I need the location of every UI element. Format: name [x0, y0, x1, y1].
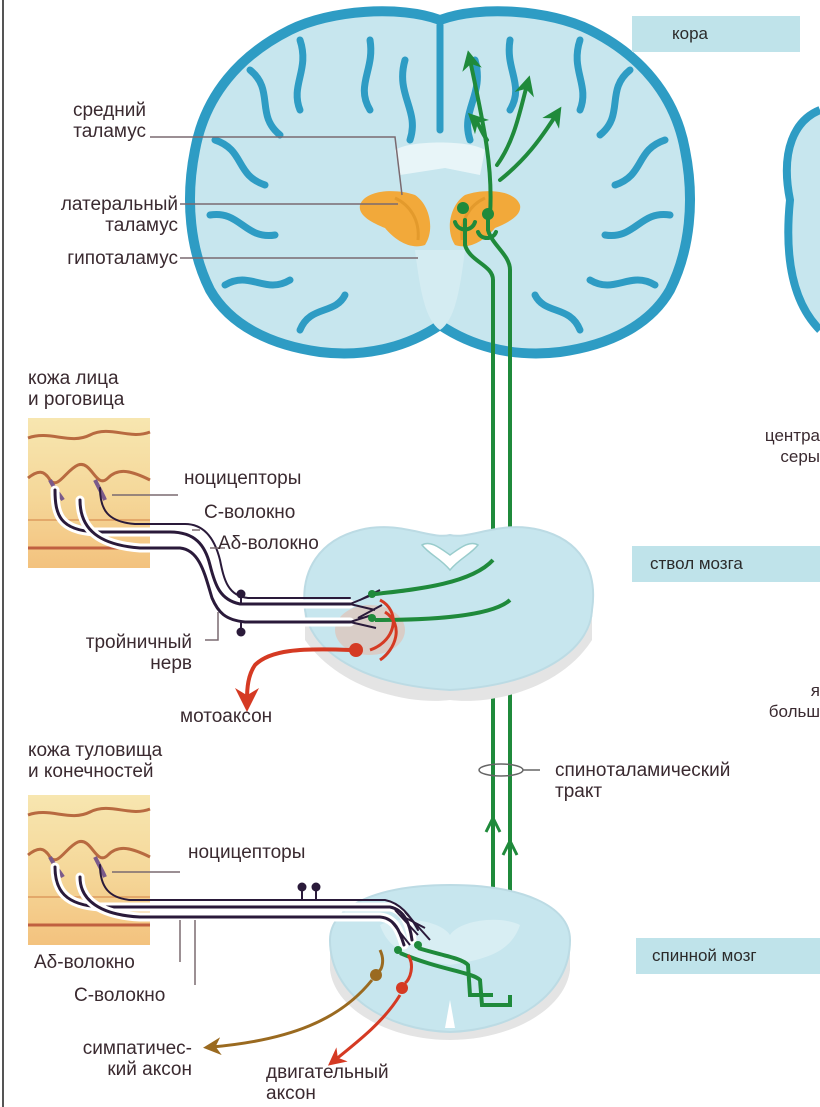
label-lateral-thalamus: латеральный таламус [61, 194, 178, 236]
label-c-fiber-upper: С-волокно [204, 502, 295, 523]
label-trunk-skin: кожа туловища и конечностей [28, 740, 162, 782]
label-trigeminal-nerve: тройничный нерв [86, 632, 192, 674]
label-hypothalamus: гипоталамус [67, 248, 178, 269]
thalamus-synapse-2 [482, 208, 494, 220]
label-nociceptors-lower: ноцицепторы [188, 842, 305, 863]
label-right-edge-2: я больш [769, 680, 820, 722]
label-face-skin: кожа лица и роговица [28, 368, 124, 410]
tag-spinal-cord: спинной мозг [636, 938, 820, 974]
brain-section [190, 11, 820, 353]
label-motor-axon-lower: двигательный аксон [266, 1062, 389, 1104]
label-nociceptors-upper: ноцицепторы [184, 468, 301, 489]
tag-brainstem: ствол мозга [632, 546, 820, 582]
label-medial-thalamus: средний таламус [73, 100, 146, 142]
label-ad-fiber-lower: Аδ-волокно [34, 952, 135, 973]
label-motor-axon-upper: мотоаксон [180, 706, 272, 727]
label-right-edge-1: центра серы [765, 425, 820, 467]
trunk-skin-block [28, 795, 150, 945]
label-spinothalamic-tract: спинoталамический тракт [555, 760, 730, 802]
label-ad-fiber-upper: Аδ-волокно [218, 533, 319, 554]
thalamus-synapse-1 [457, 202, 469, 214]
brain-right-partial [787, 110, 820, 330]
tag-cortex: кора [632, 16, 800, 52]
label-sympathetic-axon: симпатичес- кий аксон [83, 1038, 192, 1080]
label-c-fiber-lower: С-волокно [74, 985, 165, 1006]
tract-marker-ring [479, 764, 523, 776]
brainstem-section [304, 527, 593, 701]
